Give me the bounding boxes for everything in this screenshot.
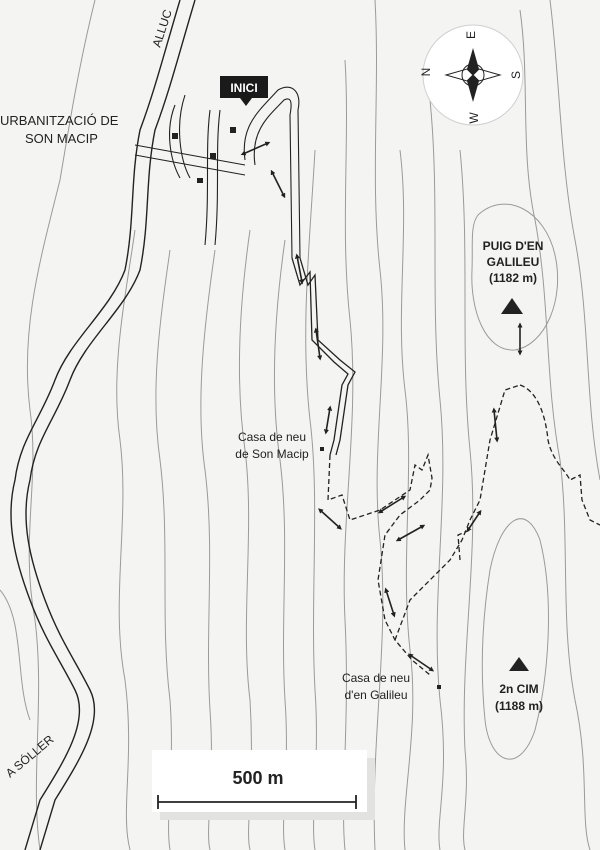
compass-east-label: E — [464, 31, 478, 39]
urbanitzacio-label-line2: SON MACIP — [25, 131, 98, 146]
casa-galileu-label-line2: d'en Galileu — [345, 688, 408, 702]
peak-galileu-name-line2: GALILEU — [487, 255, 540, 269]
scale-bar: 500 m — [152, 750, 375, 820]
compass-north-label: N — [419, 68, 433, 77]
urbanitzacio-label-line1: URBANITZACIÓ DE — [0, 113, 119, 128]
road — [10, 0, 196, 850]
compass-rose: N E S W — [419, 24, 524, 126]
casa-son-macip-label-line1: Casa de neu — [238, 430, 306, 444]
peak-galileu-elevation: (1182 m) — [489, 271, 537, 285]
peak-2n-cim-elevation: (1188 m) — [495, 699, 543, 713]
trail-direction-arrows — [240, 141, 523, 672]
start-label: INICI — [230, 81, 257, 95]
casa-son-macip-label-line2: de Son Macip — [235, 447, 309, 461]
peak-triangle-2n-cim — [509, 657, 529, 671]
compass-west-label: W — [467, 112, 481, 124]
buildings — [172, 127, 441, 689]
compass-needle-north-icon — [467, 48, 479, 75]
peak-galileu-name-line1: PUIG D'EN — [483, 239, 544, 253]
casa-galileu-label-line1: Casa de neu — [342, 671, 410, 685]
peak-2n-cim-name: 2n CIM — [499, 682, 538, 696]
scale-bar-label: 500 m — [232, 768, 283, 788]
peak-triangle-galileu — [501, 298, 523, 314]
urbanization-streets — [134, 86, 301, 259]
compass-south-label: S — [509, 71, 523, 79]
start-marker: INICI — [220, 76, 268, 106]
